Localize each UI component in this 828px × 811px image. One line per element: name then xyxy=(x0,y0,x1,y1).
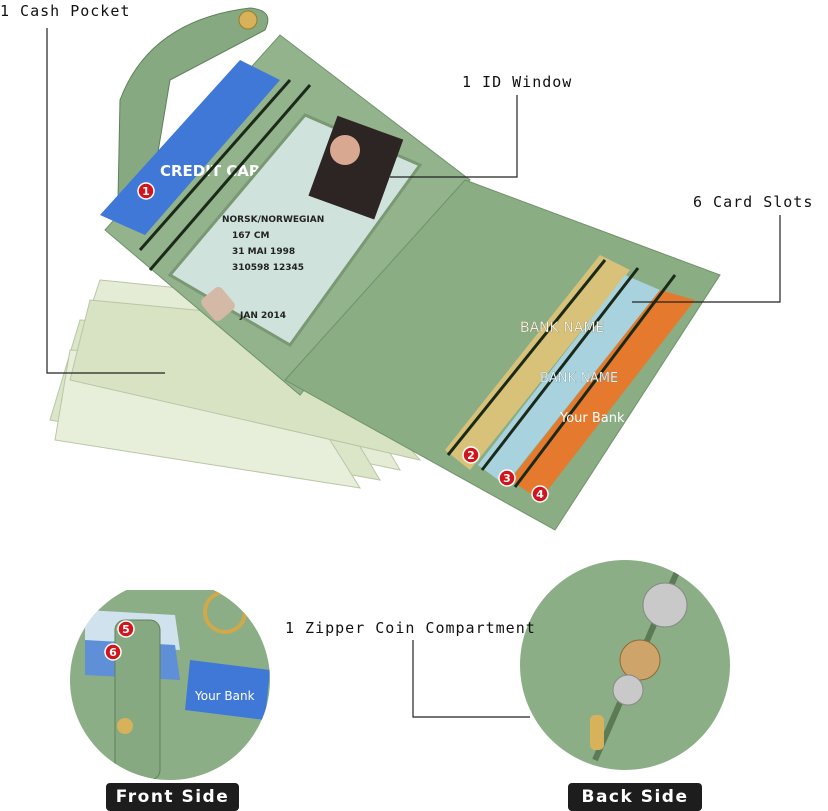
credit-card-label: CREDIT CARD xyxy=(160,162,273,180)
bank-name-label-2: BANK NAME xyxy=(540,371,618,386)
id-line-1: NORSK/NORWEGIAN xyxy=(222,215,324,225)
id-line-4: 310598 12345 xyxy=(232,263,304,273)
zipper-label: 1 Zipper Coin Compartment xyxy=(285,619,536,637)
marker-6: 6 xyxy=(104,643,122,661)
back-side-detail xyxy=(520,560,730,770)
back-side-button: Back Side xyxy=(568,783,702,811)
front-your-bank-label: Your Bank xyxy=(194,689,255,703)
marker-2: 2 xyxy=(462,446,480,464)
marker-4: 4 xyxy=(531,485,549,503)
id-line-2: 167 CM xyxy=(232,231,270,241)
id-line-5: JAN 2014 xyxy=(239,311,286,321)
svg-text:4: 4 xyxy=(536,488,544,501)
front-side-button: Front Side xyxy=(106,783,239,811)
id-window: NORSK/NORWEGIAN 167 CM 31 MAI 1998 31059… xyxy=(167,113,423,347)
front-side-detail: Your Bank xyxy=(70,580,270,780)
marker-3: 3 xyxy=(498,469,516,487)
snap-button xyxy=(238,10,258,30)
card-slots-label: 6 Card Slots xyxy=(693,193,814,211)
wallet-strap xyxy=(117,7,269,201)
svg-text:2: 2 xyxy=(467,449,475,462)
marker-5: 5 xyxy=(117,620,135,638)
cash-pocket-label: 1 Cash Pocket xyxy=(0,2,131,20)
marker-1: 1 xyxy=(137,182,155,200)
svg-text:3: 3 xyxy=(503,472,511,485)
card-slots: BANK NAME BANK NAME Your Bank xyxy=(445,255,695,500)
id-line-3: 31 MAI 1998 xyxy=(232,247,295,257)
callout-lines xyxy=(46,28,781,718)
id-window-label: 1 ID Window xyxy=(462,73,573,91)
bank-name-label-1: BANK NAME xyxy=(520,320,604,336)
number-markers: 1 2 3 4 5 6 xyxy=(104,182,549,661)
svg-text:1: 1 xyxy=(142,185,150,198)
your-bank-label: Your Bank xyxy=(559,411,625,426)
svg-text:5: 5 xyxy=(122,623,130,636)
svg-text:6: 6 xyxy=(109,646,117,659)
